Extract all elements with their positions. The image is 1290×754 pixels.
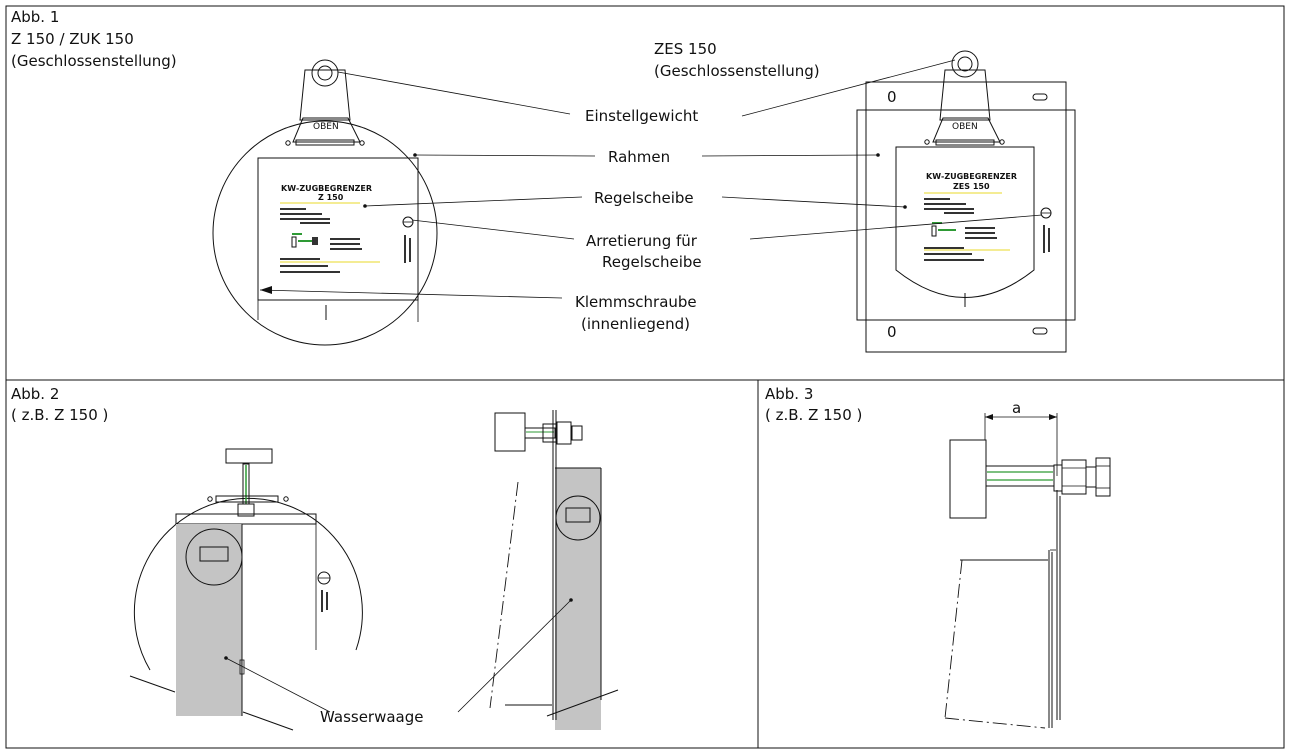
label-einstellgewicht: Einstellgewicht [585, 107, 698, 125]
panel2-front-view [129, 448, 363, 731]
fig3-example: ( z.B. Z 150 ) [765, 406, 862, 424]
device-z150-round: OBEN KW -ZUGBEGRENZER Z 150 [212, 59, 438, 346]
fig3-label: Abb. 3 [765, 385, 813, 403]
label-wasserwaage: Wasserwaage [320, 708, 424, 726]
plate-left-smalltext [280, 208, 380, 273]
dimension-a: a [1012, 399, 1021, 417]
level-bubble-side [555, 495, 601, 541]
level-shaded-front [176, 524, 242, 716]
panel3-detail: a [944, 399, 1111, 729]
panel3-header: Abb. 3 ( z.B. Z 150 ) [765, 385, 862, 424]
level-bubble-front [185, 528, 243, 586]
plate-right-model: ZES 150 [953, 182, 990, 191]
callouts: Einstellgewicht Rahmen Regelscheibe Arre… [259, 59, 1043, 333]
label-rahmen: Rahmen [608, 148, 670, 166]
fig1-right-model: ZES 150 [654, 40, 717, 58]
panel2-header: Abb. 2 ( z.B. Z 150 ) [11, 385, 108, 424]
plate-left-title: -ZUGBEGRENZER [296, 184, 372, 193]
oben-tag-right: OBEN [952, 122, 978, 132]
plate-right-title: -ZUGBEGRENZER [941, 172, 1017, 181]
vertical-marking-right [1043, 225, 1050, 253]
panel-frames [5, 5, 1285, 749]
label-innenliegend: (innenliegend) [581, 315, 690, 333]
plate-right-brand: KW [926, 172, 941, 181]
fig2-label: Abb. 2 [11, 385, 59, 403]
panel2-side-view [489, 410, 619, 730]
fig1-model: Z 150 / ZUK 150 [11, 30, 134, 48]
plate-left-model: Z 150 [318, 193, 344, 202]
einstellgewicht-weight [311, 59, 339, 87]
fig1-label: Abb. 1 [11, 8, 59, 26]
label-arretierung-2: Regelscheibe [602, 253, 702, 271]
wasserwaage-callout: Wasserwaage [225, 599, 572, 726]
device-zes150-rect: 0 0 OBEN KW -ZUGBEGRENZER ZES 150 [856, 50, 1076, 353]
plate-right-smalltext [924, 198, 1010, 261]
level-shaded-side [555, 468, 601, 730]
fig1-state: (Geschlossenstellung) [11, 52, 177, 70]
plate-left-brand: KW [281, 184, 296, 193]
vertical-marking-left [404, 235, 411, 263]
fig1-right-state: (Geschlossenstellung) [654, 62, 820, 80]
label-klemmschraube: Klemmschraube [575, 293, 697, 311]
slot-o-bl: 0 [887, 323, 897, 341]
label-arretierung-1: Arretierung für [586, 232, 698, 250]
oben-tag-left: OBEN [313, 122, 339, 132]
label-regelscheibe: Regelscheibe [594, 189, 694, 207]
slot-o-tl: 0 [887, 88, 897, 106]
panel1-header: Abb. 1 Z 150 / ZUK 150 (Geschlossenstell… [11, 8, 820, 80]
fig2-example: ( z.B. Z 150 ) [11, 406, 108, 424]
